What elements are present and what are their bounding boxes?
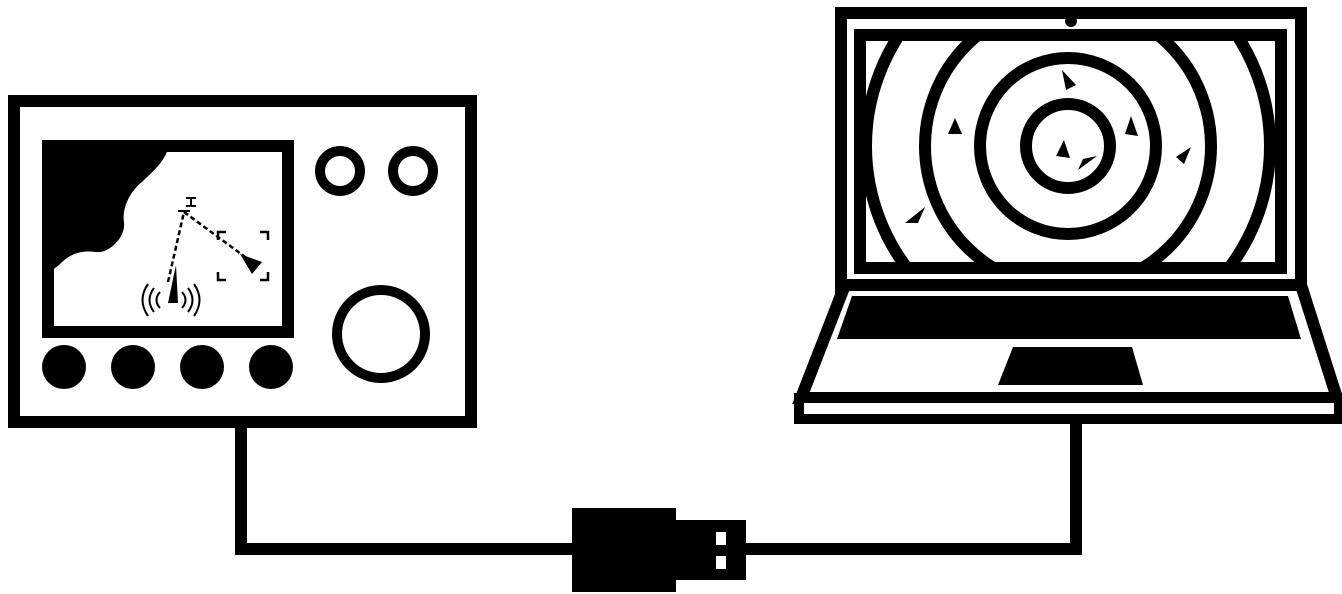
webcam-icon — [1065, 15, 1077, 27]
keyboard-area — [837, 296, 1301, 339]
top-right-knob — [393, 151, 433, 191]
cable-right-segment — [745, 421, 1076, 549]
soft-key-3 — [180, 345, 224, 389]
laptop-front-edge — [799, 398, 1339, 419]
rotary-dial — [337, 290, 425, 378]
soft-key-1 — [42, 345, 86, 389]
soft-key-2 — [111, 345, 155, 389]
usb-plug-hole-top — [716, 532, 726, 545]
usb-plug-hole-bottom — [716, 556, 726, 569]
laptop-icon — [799, 0, 1339, 419]
usb-plug-body — [572, 508, 676, 592]
chartplotter-screen — [42, 140, 288, 332]
touchpad — [998, 347, 1143, 385]
cable-left-segment — [241, 427, 572, 549]
top-left-knob — [320, 151, 360, 191]
soft-key-4 — [249, 345, 293, 389]
usb-plug-connector — [676, 520, 746, 580]
usb-plug-icon — [572, 508, 746, 592]
chartplotter-icon — [14, 101, 471, 422]
